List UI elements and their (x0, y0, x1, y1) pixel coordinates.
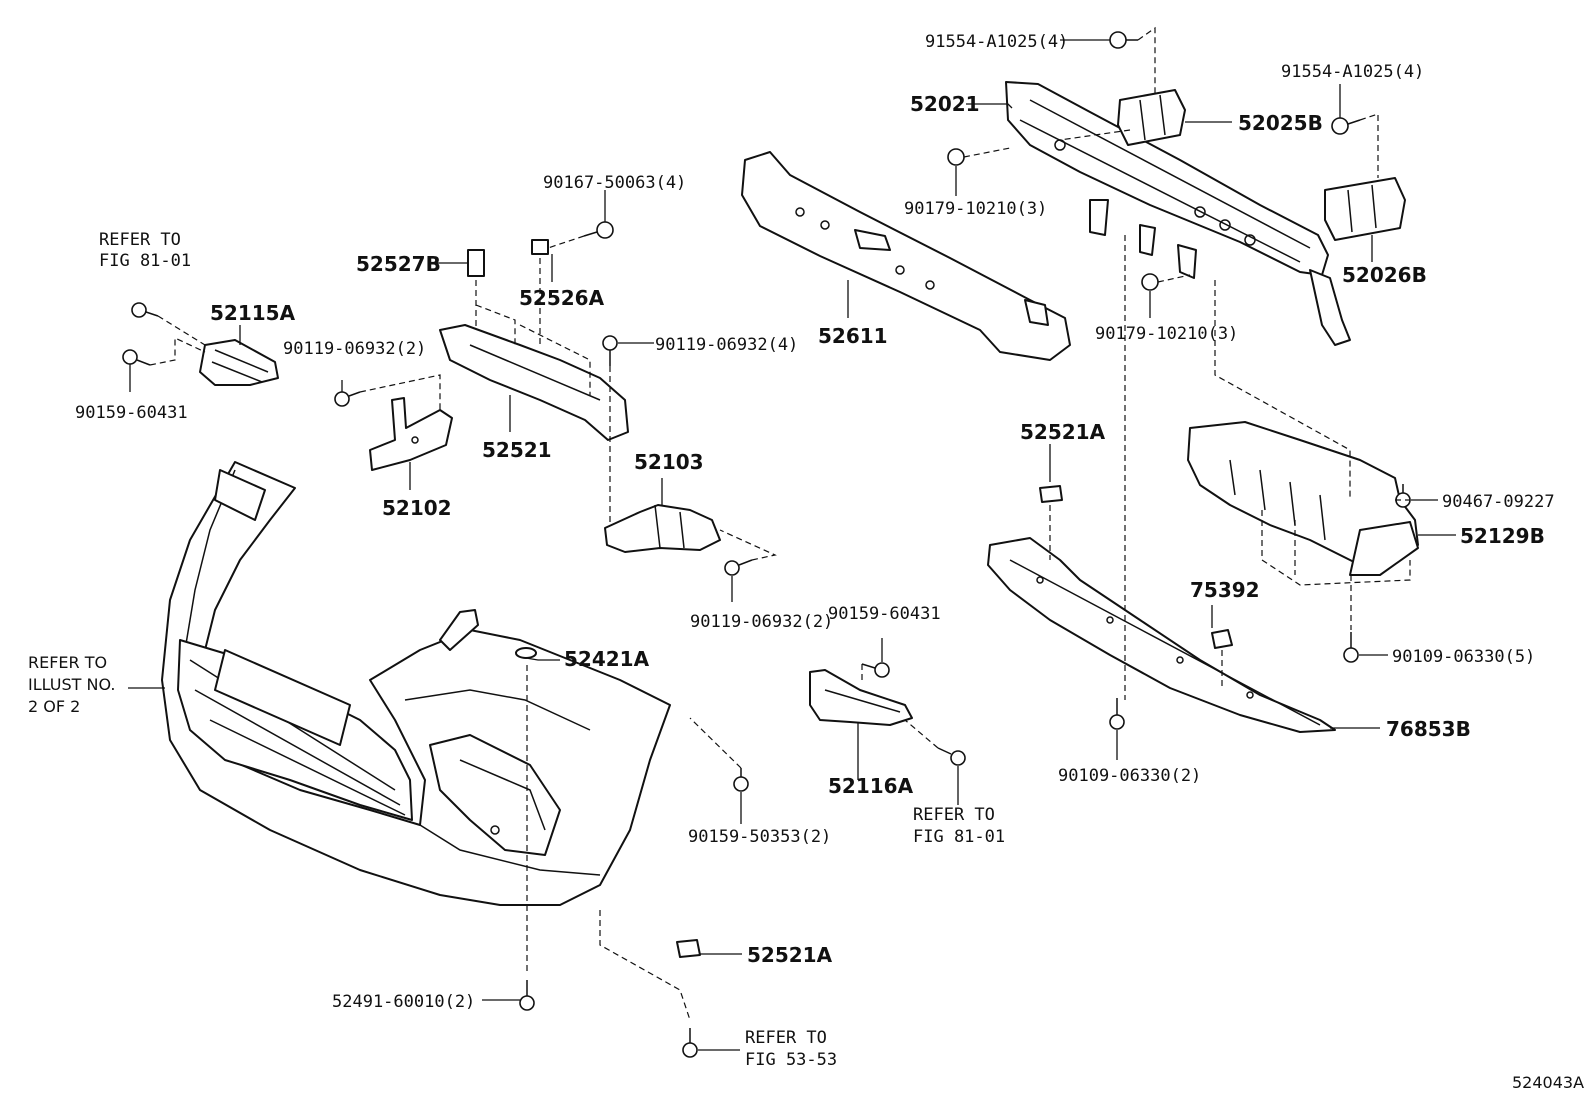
label-90119-a: 90119-06932(2) (283, 339, 426, 359)
bracket-52025B (1117, 89, 1186, 146)
leader-lines (128, 39, 1456, 1051)
clip-52521A-lower (676, 939, 701, 958)
label-90467: 90467-09227 (1442, 492, 1555, 512)
label-52421A: 52421A (564, 647, 650, 671)
clip-52521A-upper (1039, 485, 1063, 503)
fastener-91554-right (1331, 117, 1361, 135)
lower-absorber-52129B (1187, 421, 1419, 576)
label-75392: 75392 (1190, 578, 1260, 602)
label-91554-top: 91554-A1025(4) (925, 32, 1068, 52)
label-90159-50353: 90159-50353(2) (688, 827, 831, 847)
grommet-52421A (515, 647, 537, 659)
bolt-90159-50353 (733, 768, 749, 792)
label-52103: 52103 (634, 450, 704, 474)
bolt-refer-81-01-b (937, 747, 966, 766)
label-90119-b: 90119-06932(4) (655, 335, 798, 355)
label-90159-60431-a: 90159-60431 (75, 403, 188, 423)
label-90179-b: 90179-10210(3) (1095, 324, 1238, 344)
bolt-90119-b (602, 335, 618, 366)
bolt-refer-81-01-a (131, 302, 159, 318)
bumper-reinforcement-52021 (1005, 81, 1351, 346)
label-refer-81-01-b-l2: FIG 81-01 (913, 827, 1005, 847)
label-52521: 52521 (482, 438, 552, 462)
bolt-90109-b (1109, 698, 1125, 730)
upper-retainer-52521 (439, 324, 629, 441)
bolt-90159-a (122, 349, 151, 366)
label-refer-53-53-l2: FIG 53-53 (745, 1050, 837, 1070)
label-refer-illust-l3: 2 OF 2 (28, 697, 80, 716)
label-90109-a: 90109-06330(5) (1392, 647, 1535, 667)
retainer-52103 (604, 504, 721, 553)
label-refer-81-01-b-l1: REFER TO (913, 805, 995, 825)
label-90159-60431-b: 90159-60431 (828, 604, 941, 624)
label-90167: 90167-50063(4) (543, 173, 686, 193)
label-52021: 52021 (910, 92, 980, 116)
nut-90179-b (1141, 273, 1159, 291)
fastener-91554-top (1109, 31, 1138, 49)
label-refer-illust-l2: ILLUST NO. (28, 675, 115, 694)
label-52025B: 52025B (1238, 111, 1323, 135)
label-52521A-a: 52521A (1020, 420, 1106, 444)
label-91554-right: 91554-A1025(4) (1281, 62, 1424, 82)
label-52115A: 52115A (210, 301, 296, 325)
part-labels: 91554-A1025(4) 91554-A1025(4) 52021 5202… (28, 32, 1584, 1092)
diagram-id: 524043A (1512, 1073, 1584, 1092)
label-52521A-b: 52521A (747, 943, 833, 967)
label-76853B: 76853B (1386, 717, 1471, 741)
nut-90179-a (947, 148, 965, 166)
bolt-90119-a (334, 391, 361, 407)
bracket-52026B (1324, 177, 1406, 241)
label-52102: 52102 (382, 496, 452, 520)
bolt-90109-a (1343, 632, 1359, 663)
bolt-90159-b (861, 662, 890, 678)
label-refer-53-53-l1: REFER TO (745, 1028, 827, 1048)
energy-absorber-52611 (741, 151, 1071, 361)
assembly-lines (149, 26, 1411, 1021)
clip-52527B (467, 249, 485, 277)
label-90109-b: 90109-06330(2) (1058, 766, 1201, 786)
label-52491: 52491-60010(2) (332, 992, 475, 1012)
spoiler-76853B (987, 537, 1336, 733)
bolt-refer-53-53 (682, 1028, 698, 1058)
label-52527B: 52527B (356, 252, 441, 276)
side-bracket-52116A (809, 669, 913, 726)
label-refer-illust-l1: REFER TO (28, 653, 107, 672)
clip-75392 (1211, 629, 1233, 649)
label-52611: 52611 (818, 324, 888, 348)
clip-52526A (531, 239, 549, 255)
label-52526A: 52526A (519, 286, 605, 310)
bolt-90167 (583, 221, 614, 239)
side-bracket-52115A (199, 339, 279, 386)
label-52026B: 52026B (1342, 263, 1427, 287)
label-refer-81-01-a-l1: REFER TO (99, 230, 181, 250)
label-90119-c: 90119-06932(2) (690, 612, 833, 632)
bolt-52491 (519, 980, 535, 1011)
retainer-52102 (369, 397, 453, 471)
label-52129B: 52129B (1460, 524, 1545, 548)
label-90179-a: 90179-10210(3) (904, 199, 1047, 219)
bumper-cover (161, 461, 671, 906)
bolt-90119-c (724, 559, 753, 576)
label-refer-81-01-a-l2: FIG 81-01 (99, 251, 191, 271)
label-52116A: 52116A (828, 774, 914, 798)
